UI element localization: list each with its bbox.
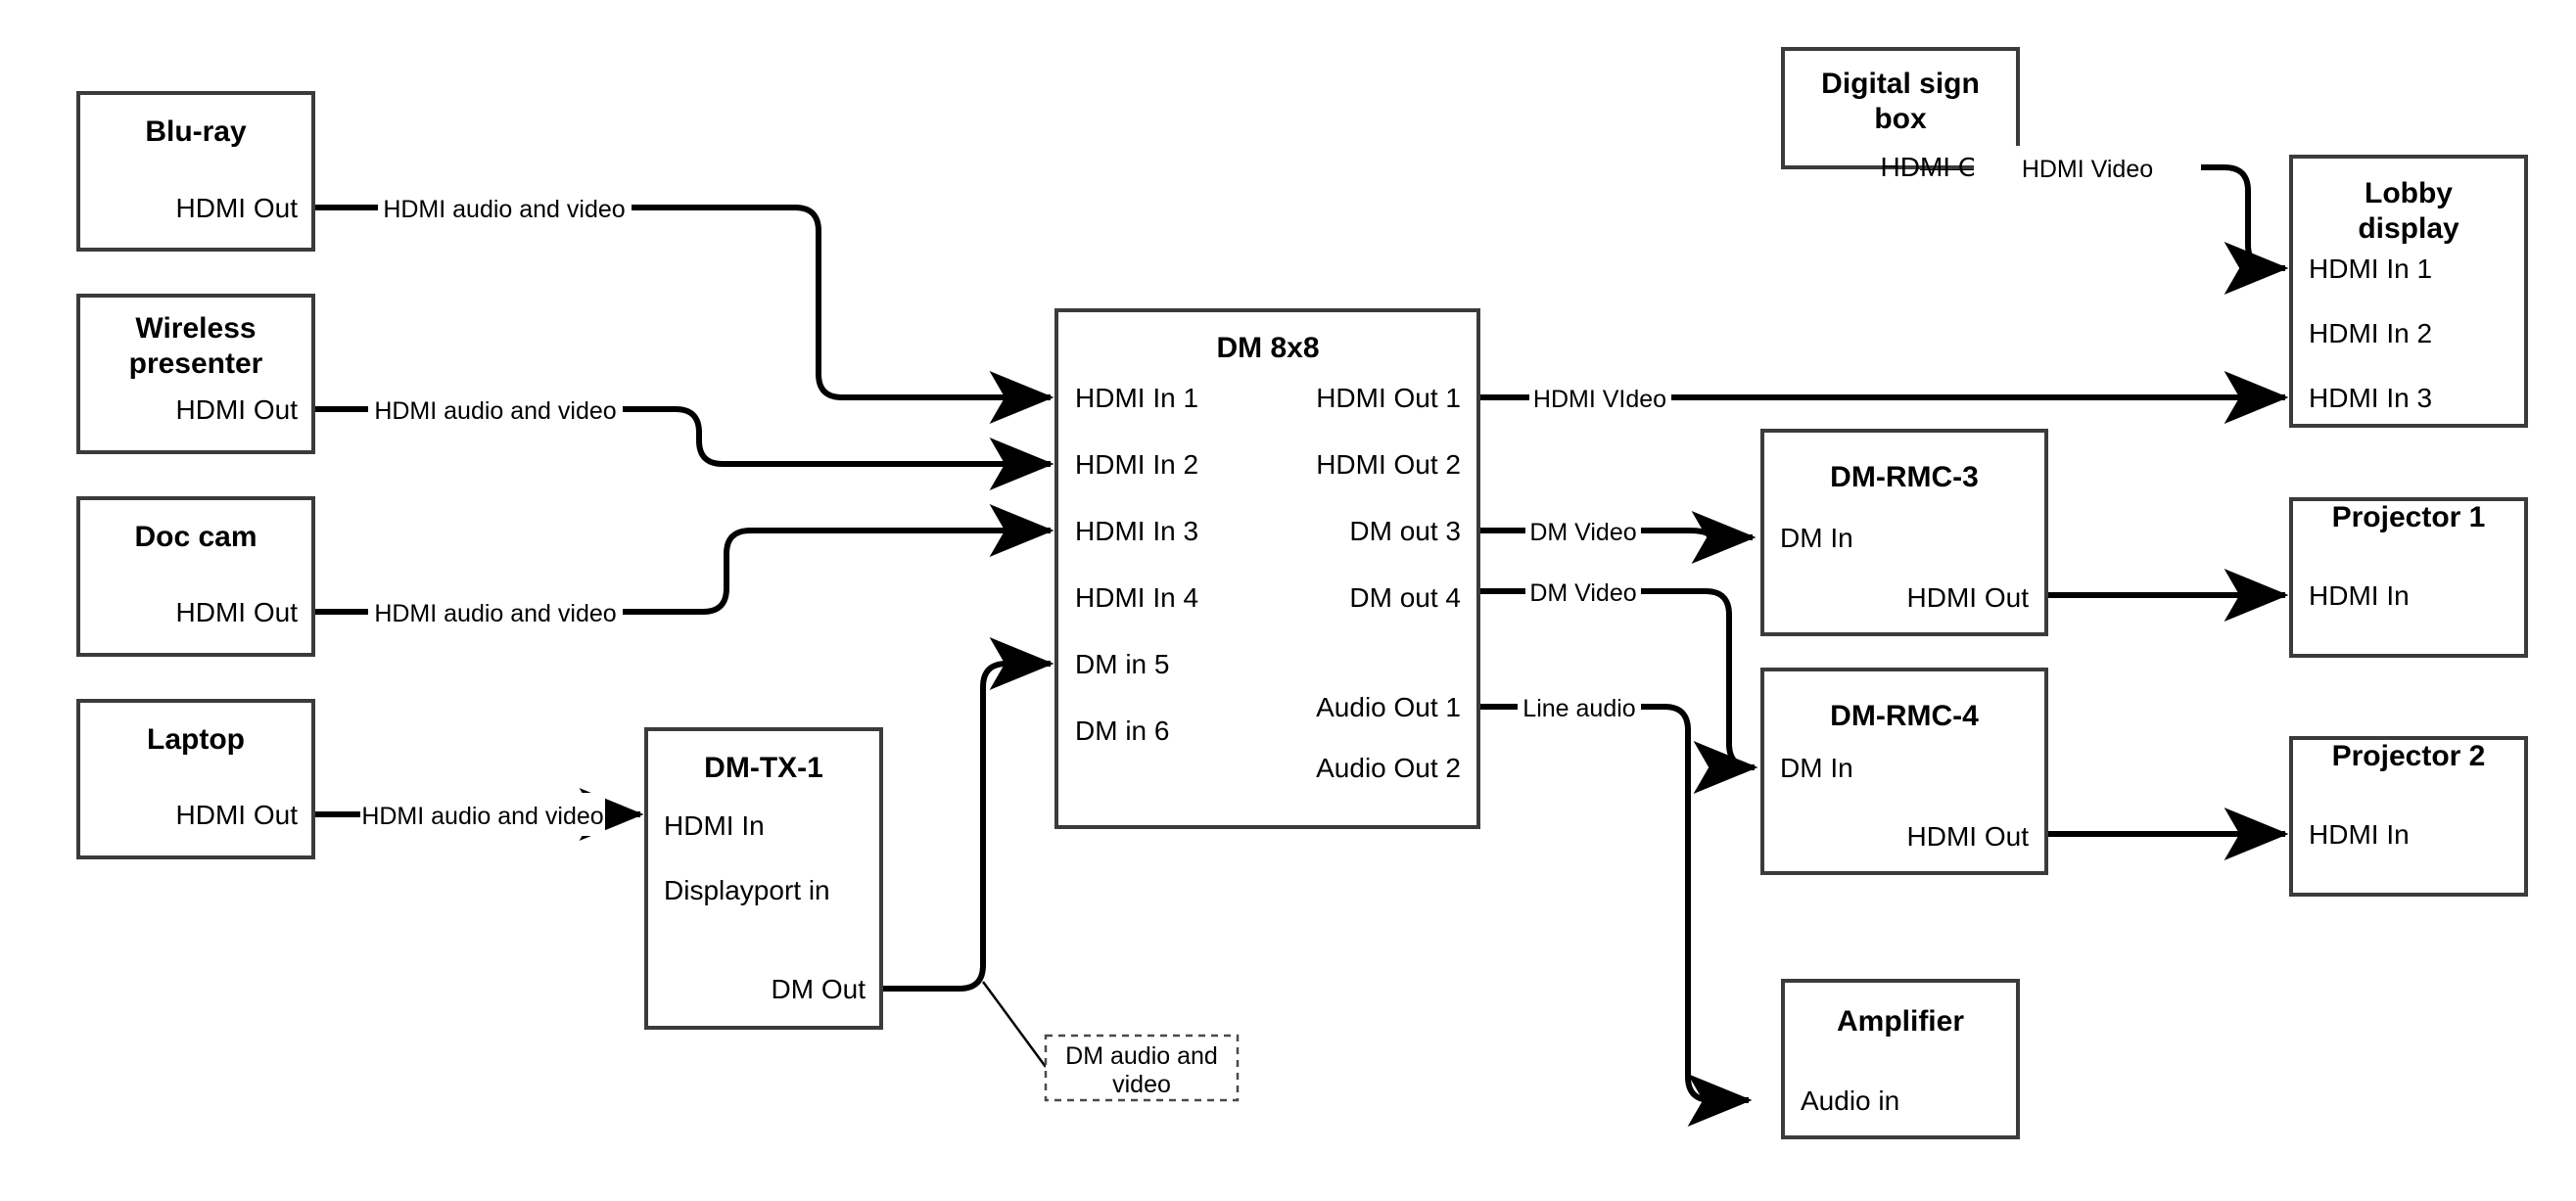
port-label: HDMI In [2309,580,2410,611]
port-label-hdmi-in: HDMI In [664,810,765,841]
port-label-audio-out-1: Audio Out 1 [1316,692,1461,722]
edge-label-text: HDMI VIdeo [1533,386,1666,413]
edge-label-text: DM Video [1529,519,1636,546]
port-label-hdmi-in-2: HDMI In 2 [2309,318,2432,348]
node-dm-tx-1[interactable]: DM-TX-1 HDMI In Displayport in DM Out [644,727,883,1030]
port-label-hdmi-in-3: HDMI In 3 [1075,516,1198,546]
port-label-hdmi-in-4: HDMI In 4 [1075,582,1198,613]
edge-label-dmout3: DM Video [1525,509,1641,552]
port-label-dm-out-4: DM out 4 [1349,582,1461,613]
node-wireless-presenter[interactable]: Wireless presenter HDMI Out [76,294,315,454]
port-label-dm-in-6: DM in 6 [1075,716,1169,746]
port-label-dm-in-5: DM in 5 [1075,649,1169,679]
node-title-line1: Wireless [135,312,256,345]
port-label-dm-in: DM In [1780,753,1853,783]
edge-dmout4-to-rmc4 [1478,588,1758,794]
edge-label-wireless: HDMI audio and video [368,388,623,431]
port-label-dm-out-3: DM out 3 [1349,516,1461,546]
port-label-hdmi-in-1: HDMI In 1 [2309,254,2432,284]
edge-label-dmout4: DM Video [1525,570,1641,613]
node-projector-1[interactable]: Projector 1 HDMI In [2289,497,2528,658]
port-label-dm-in: DM In [1780,523,1853,553]
node-bluray[interactable]: Blu-ray HDMI Out [76,91,315,252]
node-doc-cam[interactable]: Doc cam HDMI Out [76,496,315,657]
port-label: Audio in [1801,1086,1899,1116]
port-label: HDMI Out [176,800,299,830]
edge-label-text: HDMI audio and video [374,397,616,425]
node-title: Projector 2 [2332,740,2486,772]
port-label-dm-out: DM Out [772,974,866,1004]
node-title: DM 8x8 [1216,332,1319,364]
node-title-line2: box [1874,103,1927,135]
node-title-line2: presenter [129,347,263,380]
port-label-hdmi-in-2: HDMI In 2 [1075,449,1198,480]
node-title: Projector 1 [2332,501,2486,533]
node-title: Doc cam [134,521,257,553]
edge-label-text: Line audio [1522,695,1635,722]
edge-label-text: DM Video [1529,579,1636,607]
edge-bluray-to-dm8x8 [313,205,1054,424]
node-title: DM-RMC-4 [1830,700,1979,732]
edge-label-doccam: HDMI audio and video [368,590,623,633]
node-dm-rmc-4[interactable]: DM-RMC-4 DM In HDMI Out [1760,668,2048,875]
port-label: HDMI Out [176,193,299,223]
node-dm-rmc-3[interactable]: DM-RMC-3 DM In HDMI Out [1760,429,2048,636]
node-dm-8x8[interactable]: DM 8x8 HDMI In 1 HDMI In 2 HDMI In 3 HDM… [1054,308,1480,829]
port-label-hdmi-in-3: HDMI In 3 [2309,383,2432,413]
edge-label-laptop: HDMI audio and video [360,793,605,836]
port-label: HDMI Out [176,597,299,627]
port-label-hdmi-out: HDMI Out [1907,821,2030,852]
node-title-line2: display [2358,212,2459,245]
node-lobby-display[interactable]: Lobby display HDMI In 1 HDMI In 2 HDMI I… [2289,155,2528,428]
edge-label-signbox: HDMI Video [1974,146,2201,189]
edge-doccam-to-dm8x8 [313,504,1054,615]
node-title: DM-TX-1 [704,752,823,784]
port-label-displayport-in: Displayport in [664,875,830,905]
node-title: Laptop [147,723,245,756]
node-title: DM-RMC-3 [1830,461,1979,493]
node-title-line1: Lobby [2365,177,2453,209]
edge-label-text: HDMI audio and video [383,196,625,223]
node-title: Blu-ray [145,115,247,148]
port-label-hdmi-out-1: HDMI Out 1 [1316,383,1461,413]
port-label-hdmi-out: HDMI Out [1907,582,2030,613]
edge-label-bluray: HDMI audio and video [378,186,632,229]
edge-wireless-to-dm8x8 [313,406,1054,490]
port-label-hdmi-in-1: HDMI In 1 [1075,383,1198,413]
node-title-line1: Digital sign [1821,68,1980,100]
edge-label-hdmiout1: HDMI VIdeo [1529,376,1671,419]
edge-label-text: HDMI Video [2022,156,2153,183]
note-line1: DM audio and [1065,1042,1218,1070]
edge-dmtx1-to-dm8x8 [881,637,1054,1068]
edge-audioout1-to-amplifier [1478,704,1753,1127]
node-amplifier[interactable]: Amplifier Audio in [1781,979,2020,1139]
port-label: HDMI In [2309,819,2410,850]
port-label-audio-out-2: Audio Out 2 [1316,753,1461,783]
edge-dmout3-to-rmc3 [1478,511,1756,564]
edge-label-text: HDMI audio and video [361,803,603,830]
node-projector-2[interactable]: Projector 2 HDMI In [2289,736,2528,897]
port-label-hdmi-out-2: HDMI Out 2 [1316,449,1461,480]
node-title: Amplifier [1837,1005,1964,1038]
port-label: HDMI Out [176,394,299,425]
edge-label-audioout1: Line audio [1518,685,1641,728]
edge-label-text: HDMI audio and video [374,600,616,627]
node-laptop[interactable]: Laptop HDMI Out [76,699,315,859]
note-line2: video [1112,1071,1171,1098]
edge-label-dm-audio-video-note: DM audio and video [1044,1034,1240,1102]
